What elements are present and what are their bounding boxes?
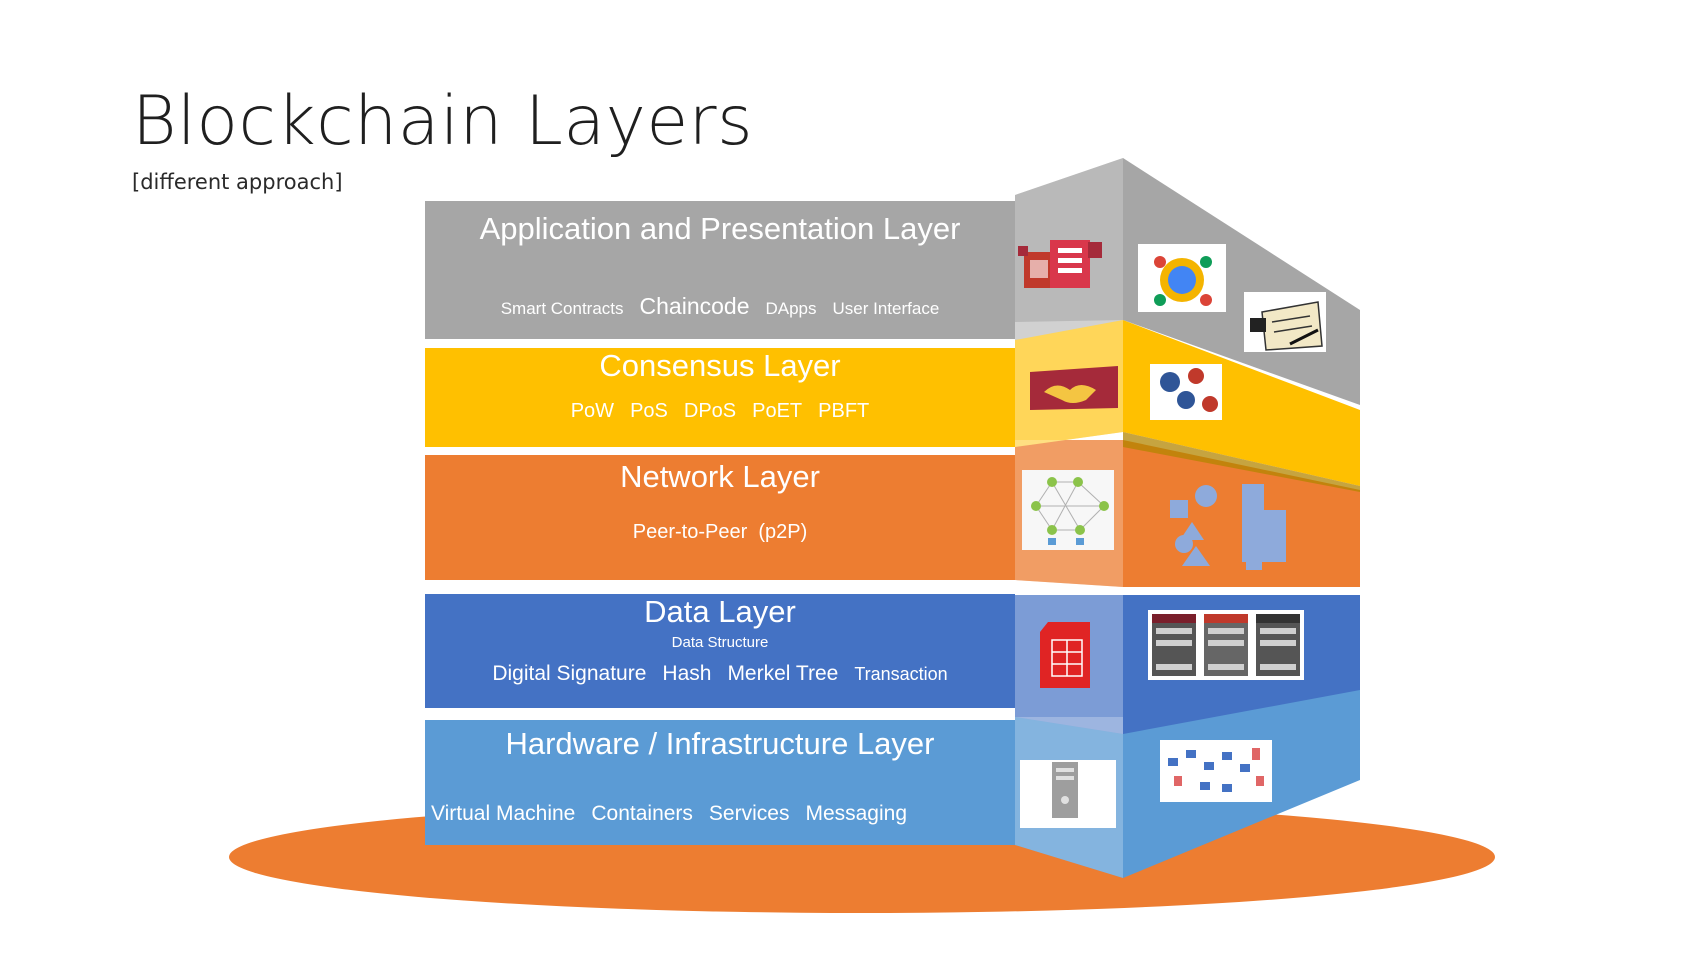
layer-item: Services — [708, 802, 790, 825]
layer-item: DPoS — [683, 400, 737, 422]
consensus-layer: Consensus Layer PoW PoS DPoS PoET PBFT — [425, 348, 1015, 447]
layer-item: Transaction — [854, 664, 948, 684]
layer-item: Smart Contracts — [500, 299, 624, 318]
puzzle-shapes-icon — [1170, 484, 1286, 570]
data-layer-subtitle: Data Structure — [671, 634, 769, 651]
application-front-face — [425, 201, 1015, 339]
layer-item: Hash — [662, 662, 712, 685]
layer-item: DApps — [765, 299, 817, 318]
consensus-front-face — [425, 348, 1015, 447]
hardware-layer: Hardware / Infrastructure Layer Virtual … — [425, 720, 1015, 845]
layer-item: User Interface — [832, 299, 940, 318]
application-layer-items: Smart Contracts Chaincode DApps User Interf… — [425, 293, 1015, 320]
hardware-front-face — [425, 720, 1015, 845]
data-layer-title: Data Layer — [644, 594, 796, 629]
layer-item: Virtual Machine — [431, 802, 576, 825]
data-front-face — [425, 594, 1015, 708]
layer-item: PoS — [630, 400, 668, 422]
layer-item: PoW — [570, 400, 615, 422]
layer-item: Digital Signature — [492, 662, 647, 685]
infrastructure-diagram-icon — [1160, 740, 1272, 802]
network-layer: Network Layer Peer-to-Peer (p2P) — [425, 455, 1015, 580]
layer-item: Containers — [591, 802, 693, 825]
hardware-layer-items: Virtual Machine Containers Services Messagi… — [425, 802, 1015, 826]
handshake-icon — [1030, 366, 1118, 410]
slide-title: Blockchain Layers — [132, 82, 754, 161]
document-table-icon — [1040, 622, 1090, 688]
application-layer-title: Application and Presentation Layer — [479, 211, 961, 246]
layer-item: Messaging — [805, 802, 908, 825]
network-globe-icon — [1138, 244, 1226, 312]
server-tower-icon — [1020, 760, 1116, 828]
contract-signing-icon — [1244, 292, 1326, 352]
slide-subtitle: [different approach] — [132, 170, 343, 194]
network-front-face — [425, 455, 1015, 580]
server-stack-icon — [1018, 240, 1102, 288]
network-layer-items: Peer-to-Peer (p2P) — [425, 521, 1015, 544]
data-layer-items: Digital Signature Hash Merkel Tree Transact… — [425, 662, 1015, 686]
consensus-underside — [1123, 432, 1360, 492]
consensus-layer-title: Consensus Layer — [599, 348, 841, 383]
consensus-layer-items: PoW PoS DPoS PoET PBFT — [425, 400, 1015, 423]
layer-item: PoET — [752, 400, 803, 422]
currency-gears-icon — [1150, 364, 1222, 420]
network-layer-title: Network Layer — [620, 459, 820, 494]
layer-item: Merkel Tree — [727, 662, 839, 685]
hardware-layer-title: Hardware / Infrastructure Layer — [505, 726, 935, 761]
layer-item: Chaincode — [639, 293, 750, 319]
layer-item: Peer-to-Peer (p2P) — [632, 521, 808, 543]
layer-item: PBFT — [818, 400, 870, 422]
block-chain-diagram-icon — [1148, 610, 1304, 680]
p2p-mesh-icon — [1022, 470, 1114, 550]
application-layer: Application and Presentation Layer Smart… — [425, 201, 1015, 339]
data-layer: Data Layer Data Structure Digital Signat… — [425, 594, 1015, 708]
